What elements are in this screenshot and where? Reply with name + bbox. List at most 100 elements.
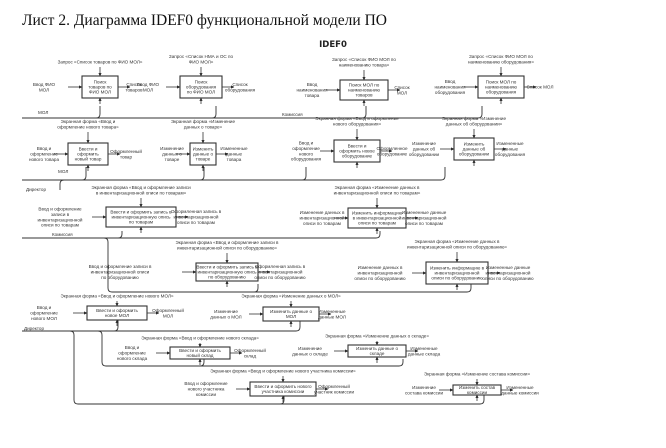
output-label: Измененные <box>220 146 248 151</box>
input-label: инвентаризационной <box>358 270 403 276</box>
mechanism-label-komissiya-row3: Комиссия <box>52 232 73 237</box>
input-label: наименования <box>435 85 467 90</box>
output-label: товар <box>120 154 133 159</box>
input-label: Ввод и оформление записи в <box>89 264 152 269</box>
function-title: товаре <box>196 157 211 162</box>
function-title: новый склад <box>187 352 214 358</box>
output-label: Измененные данные <box>486 265 531 270</box>
output-label: описи по товарам <box>405 221 443 226</box>
function-title: Ввести и оформить <box>179 348 221 353</box>
sheet-title: Лист 2. Диаграмма IDEF0 функциональной м… <box>22 12 387 29</box>
output-label: оборудования <box>495 152 526 157</box>
input-label: нового МОЛ <box>31 316 57 321</box>
input-label: нового участника <box>188 387 225 392</box>
mechanism-line-direktor-commission <box>69 330 485 405</box>
function-title: МОЛ <box>286 314 296 319</box>
function-title: данные об <box>463 147 486 152</box>
control-label: Экранная форма «Ввод и <box>61 119 116 124</box>
function-title: участника комиссии <box>262 389 305 394</box>
input-label: МОЛ <box>39 87 49 92</box>
idef0-block[interactable]: Поиск МОЛ понаименованиюоборудованияЗапр… <box>435 54 554 104</box>
function-title: Ввести и оформить нового <box>254 384 312 389</box>
input-label: инвентаризационной <box>300 215 345 221</box>
input-label: Ввод и оформление <box>38 207 82 212</box>
output-label: Измененные <box>318 309 346 314</box>
function-title: Поиск <box>94 80 108 85</box>
output-label: данные МОЛ <box>318 314 346 319</box>
control-label: Запрос «Список ФИО МОЛ по <box>332 57 396 62</box>
function-title: Ввести и <box>348 144 367 149</box>
control-label: Экранная форма «Ввод и оформление <box>315 116 399 121</box>
function-title: Изменить состав <box>459 385 496 390</box>
output-label: участник комиссии <box>314 389 355 394</box>
function-title: Поиск <box>195 80 209 85</box>
output-label: Оформленный <box>234 347 266 353</box>
output-label: Измененные <box>506 385 534 390</box>
control-label: Экранная форма «Изменение данных в <box>414 239 500 244</box>
function-title: инвентаризационную опись <box>111 215 171 220</box>
output-label: склад <box>244 353 257 358</box>
function-title: Ввести и оформить запись в <box>110 210 172 215</box>
input-label: нового склада <box>117 356 148 361</box>
function-title: Изменить информацию <box>352 211 403 216</box>
input-label: товара <box>305 93 320 98</box>
output-label: данные <box>226 152 243 157</box>
function-title: наименованию <box>348 88 381 93</box>
idef0-block[interactable]: Ввести и оформить запись винвентаризацио… <box>89 240 307 287</box>
input-label: состава комиссии <box>405 390 444 395</box>
output-label: Оформленный <box>152 307 184 313</box>
input-label: товаре <box>165 157 180 162</box>
mechanism-label-direktor-row4: Директор <box>24 326 44 331</box>
function-title: Изменить информацию в <box>430 266 485 271</box>
input-label: Ввод ФИО <box>137 82 160 87</box>
function-title: оформить новое <box>339 149 375 154</box>
function-title: Изменить данные о <box>356 346 398 351</box>
control-label: в инвентаризационной описи по товарам» <box>96 190 187 196</box>
input-label: описи по товарам <box>41 223 79 228</box>
idef0-block[interactable]: Ввести и оформить запись винвентаризацио… <box>38 185 222 233</box>
function-title: оборудования <box>186 85 217 90</box>
mechanism-line-direktor <box>59 179 65 190</box>
control-label: Экранная форма «Изменение <box>171 119 236 124</box>
control-label: оформление нового товара» <box>57 125 119 130</box>
control-label: инвентаризационной описи по товарам» <box>334 190 421 196</box>
idef0-block[interactable]: Изменить информацию винвентаризационнойо… <box>354 239 534 290</box>
input-label: по оборудованию <box>101 275 139 280</box>
control-label: Экранная форма «Изменение данных в <box>334 185 420 190</box>
function-title: новый товар <box>75 156 102 162</box>
input-label: данных о складе <box>292 351 328 356</box>
mechanism-line-mol-row2 <box>22 167 446 181</box>
input-label: данных об <box>413 147 436 152</box>
output-label: Оформленная запись в <box>255 264 306 269</box>
function-title: комиссии <box>467 390 488 395</box>
input-label: оборудовании <box>409 152 440 157</box>
output-label: инвентаризационной <box>258 269 303 275</box>
output-label: Оформленная запись в <box>171 209 222 214</box>
input-label: Ввод и <box>37 305 52 310</box>
input-label: записи в <box>51 212 70 217</box>
function-title: Ввести и оформить запись в <box>196 265 258 270</box>
control-label: данных об оборудовании» <box>446 122 503 127</box>
function-title: оборудования <box>486 90 517 95</box>
output-label: данные <box>502 147 519 152</box>
input-label: оборудования <box>291 157 322 162</box>
function-title: описи по товарам <box>358 221 396 226</box>
mechanism-line-mol <box>22 106 483 119</box>
function-title: Изменить <box>464 142 485 147</box>
output-label: Оформленное <box>376 146 407 151</box>
input-label: комиссии <box>196 392 217 397</box>
